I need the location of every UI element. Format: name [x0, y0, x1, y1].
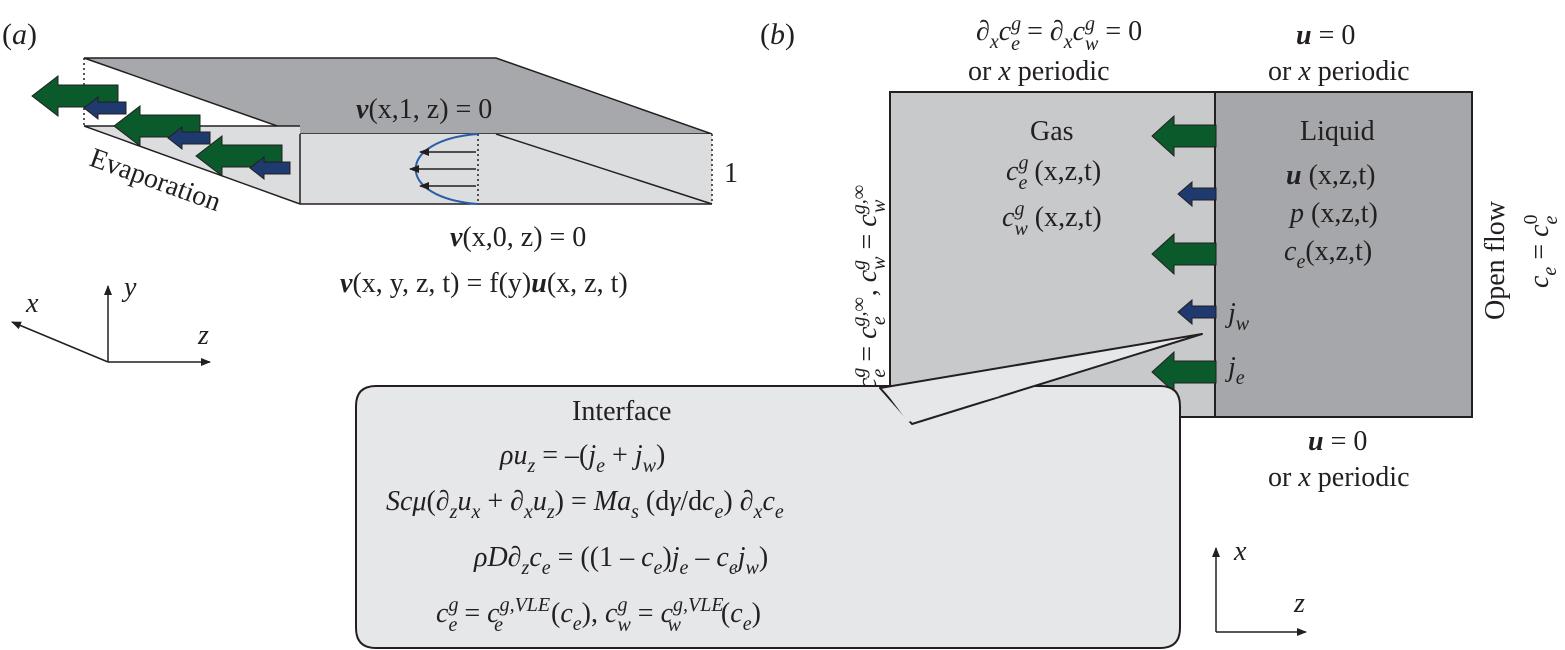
left-bc: cge = cg,∞e, cgw = cg,∞w [848, 185, 890, 390]
interface-eq2: Scμ(∂zux + ∂xuz) = Mas (dγ/dce) ∂xce [386, 486, 784, 523]
x-axis-label: x [25, 288, 39, 319]
blue-arrow-icon [1177, 180, 1217, 208]
green-arrow-icon [1151, 232, 1217, 276]
interface-flux-arrows [1151, 114, 1217, 394]
callout-box [355, 385, 1181, 649]
y-axis-label: y [121, 272, 137, 303]
gas-top-bc-periodic: or x periodic [968, 56, 1110, 87]
interface-title: Interface [572, 396, 671, 427]
liquid-top-bc: u = 0 [1296, 20, 1355, 51]
blue-arrow-icon [249, 155, 291, 181]
bottom-wall-bc: v(x,0, z) = 0 [450, 222, 586, 253]
gap-height-label: 1 [724, 158, 738, 189]
axes-a: y z x [11, 272, 211, 366]
liquid-top-bc-periodic: or x periodic [1268, 56, 1410, 87]
x-axis-arrow [11, 321, 109, 363]
flux-je-label: je [1225, 352, 1245, 389]
slab-edge [495, 133, 713, 205]
right-bc-open-flow: Open flow [1480, 200, 1511, 320]
interface-eq3: ρD∂zce = ((1 – ce)je – cejw) [473, 542, 768, 579]
liquid-region [1214, 91, 1473, 418]
liquid-bottom-bc: u = 0 [1308, 426, 1367, 457]
panel-a-label: (a) [2, 18, 37, 51]
panel-b-label: (b) [760, 18, 795, 51]
liquid-ce: ce(x,z,t) [1284, 236, 1372, 273]
interface-eq1: ρuz = –(je + jw) [499, 440, 665, 477]
top-wall-bc: v(x,1, z) = 0 [356, 94, 492, 125]
slab-edge [83, 125, 301, 205]
liquid-title: Liquid [1300, 116, 1375, 147]
blue-arrow-icon [167, 125, 211, 151]
right-bc-ce: ce = c0e [1520, 214, 1562, 288]
callout-pointer-mask [884, 390, 1000, 422]
evaporation-arrows [31, 74, 291, 181]
green-arrow-icon [1151, 114, 1217, 158]
velocity-ansatz: v(x, y, z, t) = f(y)u(x, z, t) [340, 268, 628, 299]
z-axis-label: z [197, 320, 209, 351]
axes-b: x z [1212, 536, 1307, 636]
z-axis-label: z [1293, 588, 1305, 619]
liquid-bottom-bc-periodic: or x periodic [1268, 462, 1410, 493]
x-axis-label: x [1233, 536, 1247, 567]
blue-arrow-icon [83, 95, 127, 121]
interface-callout: Interface ρuz = –(je + jw) Scμ(∂zux + ∂x… [355, 333, 1203, 649]
flux-jw-label: jw [1225, 298, 1250, 335]
blue-arrow-icon [1177, 298, 1217, 326]
liquid-p: p (x,z,t) [1288, 198, 1378, 229]
slab-front-face [300, 134, 712, 204]
liquid-u: u (x,z,t) [1286, 160, 1375, 191]
gas-title: Gas [1030, 116, 1074, 147]
panel-a: (a) Evaporation v(x,1, z) = 0 1 [2, 18, 738, 366]
